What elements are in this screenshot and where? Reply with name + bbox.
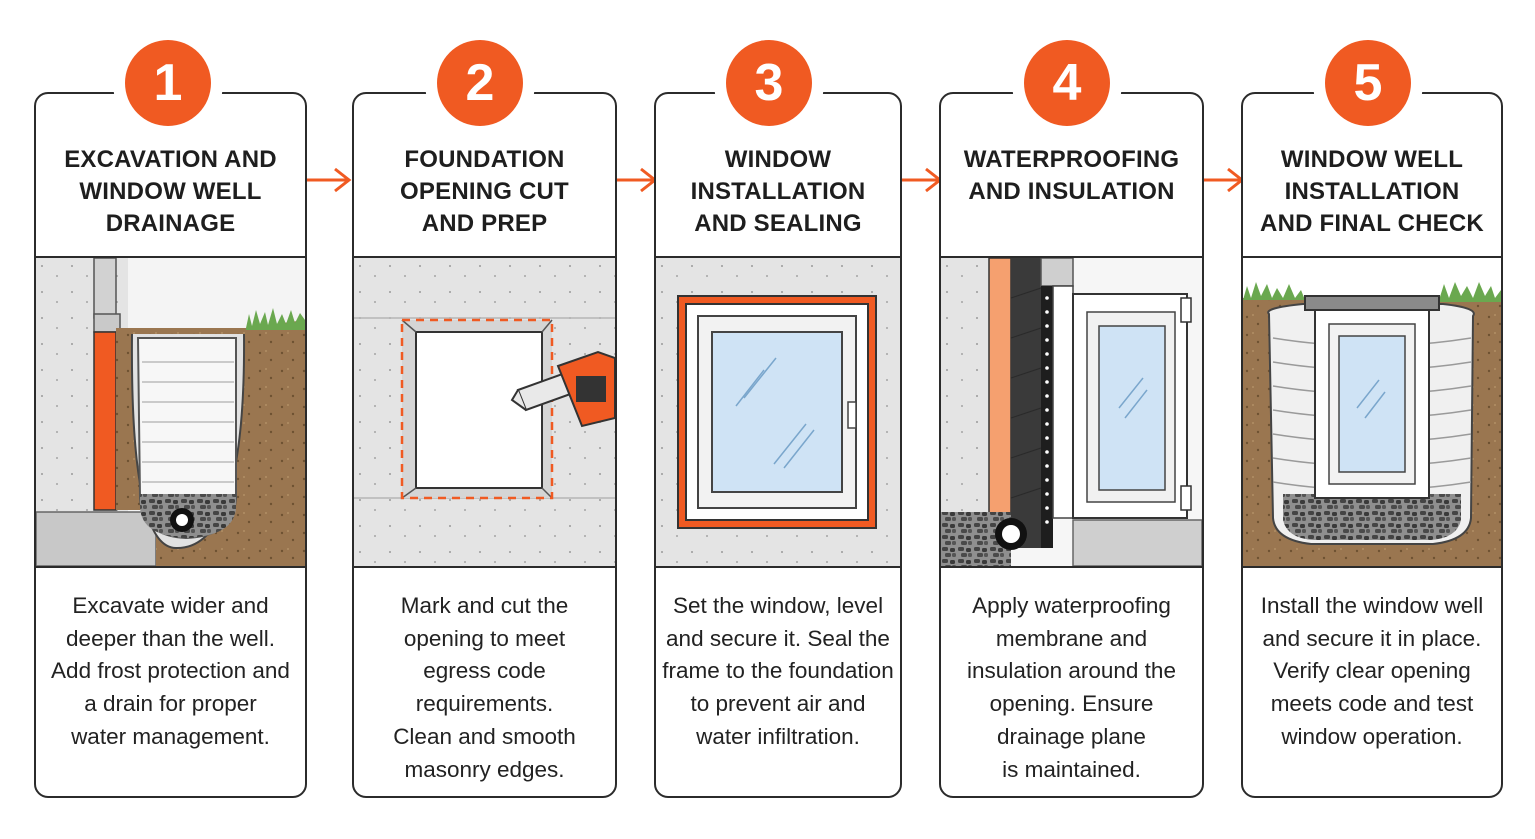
arrow-right-icon	[1200, 167, 1245, 193]
step-number-badge: 4	[1024, 40, 1110, 126]
window-installation-illustration	[656, 256, 900, 568]
step-number-badge: 1	[125, 40, 211, 126]
window-well-illustration	[1243, 256, 1501, 568]
step-number-badge: 2	[437, 40, 523, 126]
saw-icon	[510, 350, 615, 428]
waterproofing-illustration	[941, 256, 1202, 568]
arrow-right-icon	[613, 167, 658, 193]
opening-cut-illustration	[354, 256, 615, 568]
arrow-right-icon	[307, 167, 352, 193]
step-number-badge: 3	[726, 40, 812, 126]
arrow-right-icon	[898, 167, 943, 193]
step-number-badge: 5	[1325, 40, 1411, 126]
excavation-illustration	[36, 256, 305, 568]
